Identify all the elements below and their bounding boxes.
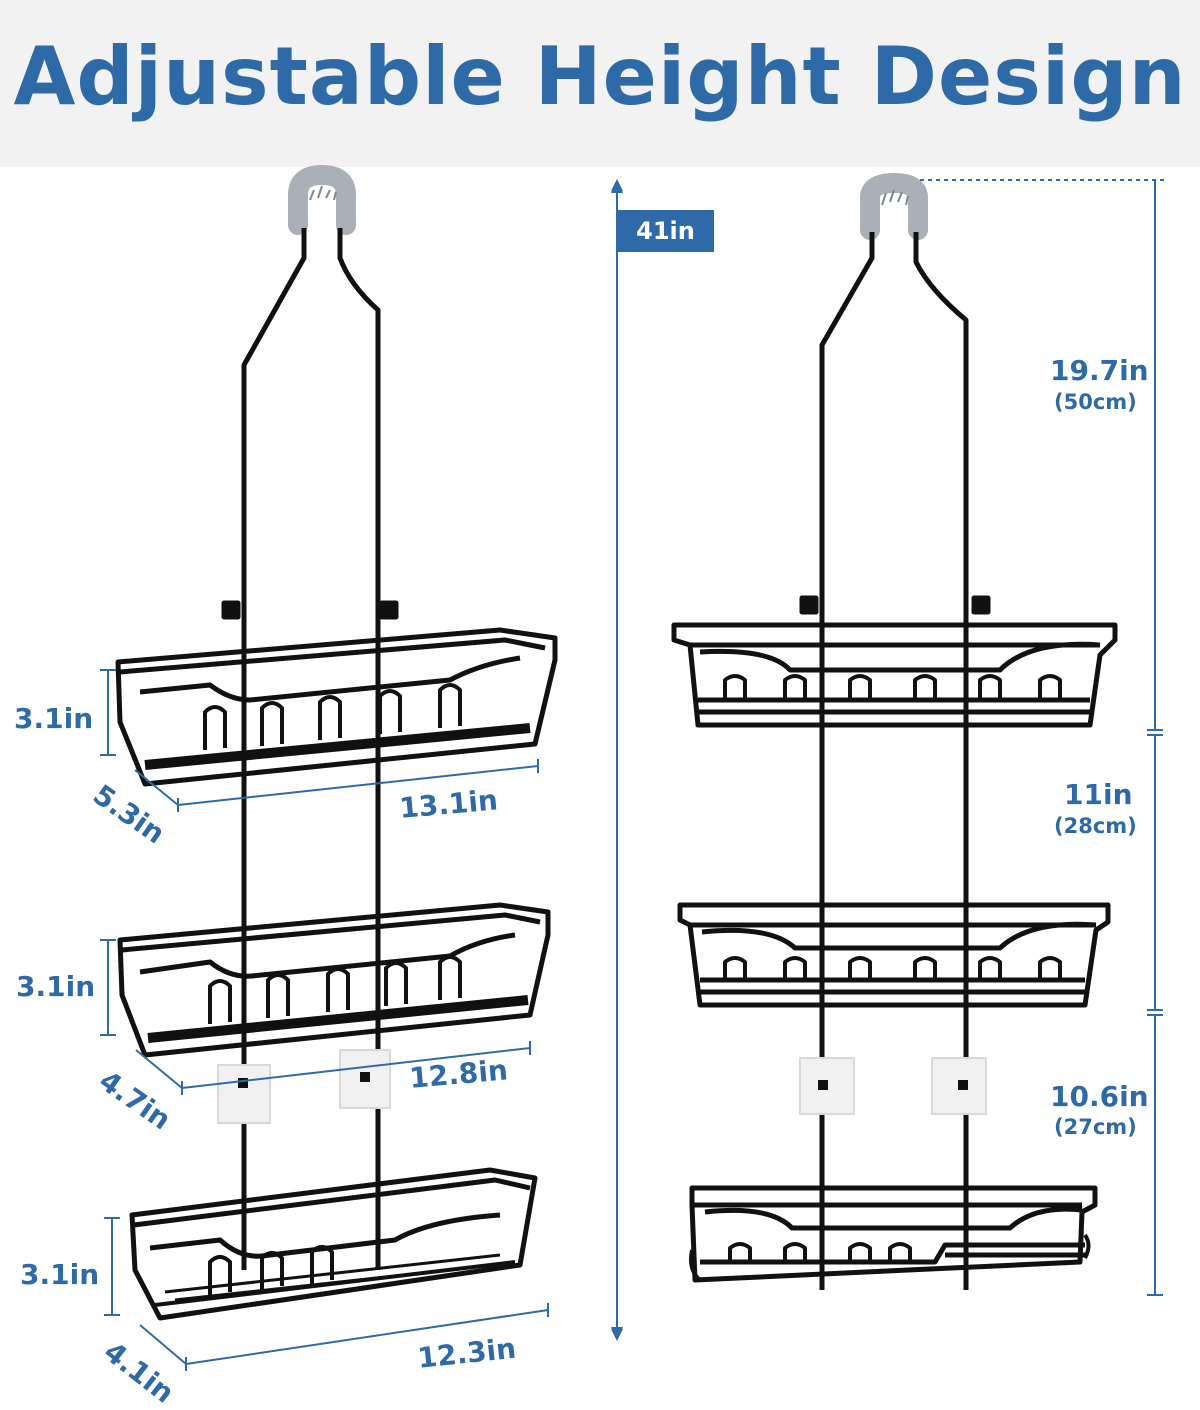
right-spacing-3-cm: (27cm) xyxy=(1054,1115,1137,1139)
left-tier-1-height: 3.1in xyxy=(14,702,94,735)
right-basket-1 xyxy=(671,622,1118,728)
hook-icon xyxy=(860,173,928,240)
left-dimensions xyxy=(100,669,549,1371)
hook-icon xyxy=(288,165,356,235)
total-height-line xyxy=(611,179,623,1341)
arrow-up-icon xyxy=(611,180,623,193)
right-spacing-2-in: 11in xyxy=(1064,778,1133,811)
page-title: Adjustable Height Design xyxy=(13,30,1187,123)
left-tier-2-height: 3.1in xyxy=(16,970,96,1003)
arrow-down-icon xyxy=(611,1327,623,1340)
right-basket-2 xyxy=(677,902,1111,1008)
right-spacing-3-in: 10.6in xyxy=(1050,1080,1149,1113)
right-caddy xyxy=(671,173,1118,1290)
adhesive-pad-icon xyxy=(217,1049,391,1124)
right-dimensions xyxy=(920,179,1165,1296)
left-basket-1 xyxy=(115,627,558,787)
right-spacing-1-in: 19.7in xyxy=(1050,354,1149,387)
total-height-badge xyxy=(617,210,714,252)
left-tier-3-height: 3.1in xyxy=(20,1258,100,1291)
right-spacing-1-cm: (50cm) xyxy=(1054,390,1137,414)
right-basket-3 xyxy=(689,1185,1098,1283)
title-banner xyxy=(0,0,1200,167)
right-spacing-2-cm: (28cm) xyxy=(1054,814,1137,838)
adhesive-pad-icon xyxy=(799,1057,987,1115)
left-basket-3 xyxy=(129,1167,538,1321)
total-height-label: 41in xyxy=(636,217,695,245)
left-basket-2 xyxy=(117,902,551,1058)
left-caddy xyxy=(115,165,558,1321)
